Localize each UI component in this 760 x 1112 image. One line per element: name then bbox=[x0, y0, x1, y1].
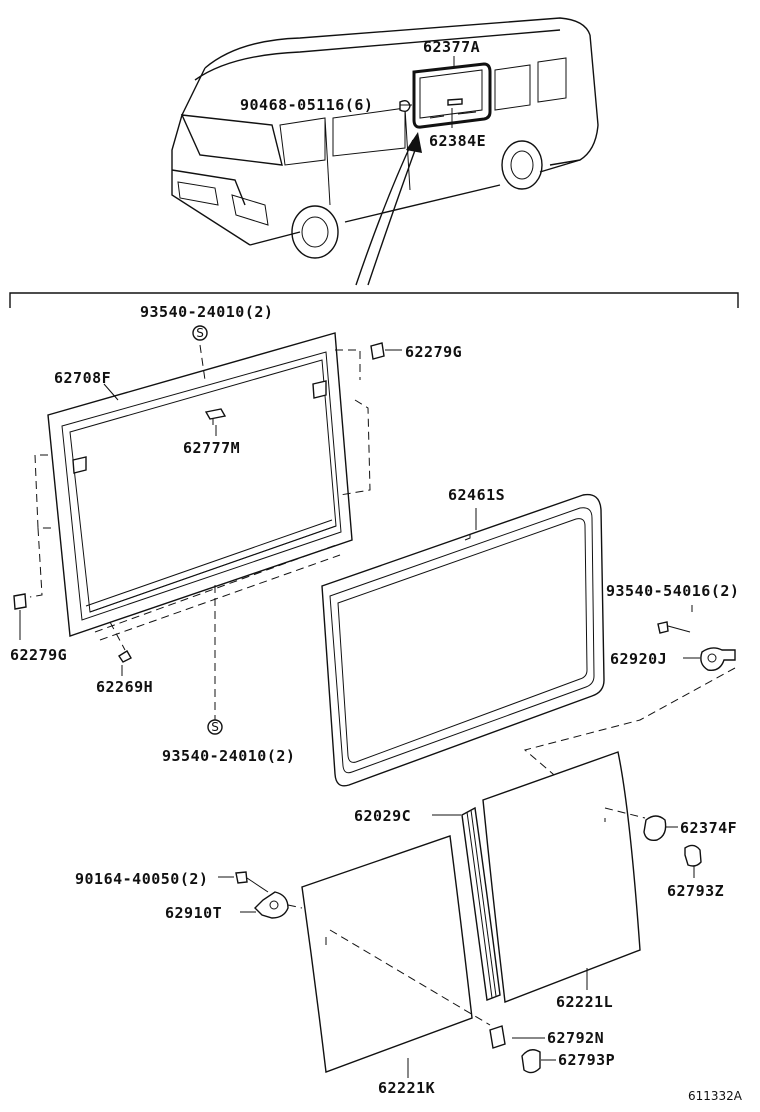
label-62029C: 62029C bbox=[354, 807, 411, 825]
label-62793P: 62793P bbox=[558, 1051, 615, 1069]
figure-code: 611332A bbox=[688, 1089, 743, 1103]
clip-bottom-mark: S bbox=[211, 720, 219, 734]
stopper-62793P bbox=[521, 1049, 541, 1074]
label-93540-24010-bottom: 93540-24010(2) bbox=[162, 747, 295, 765]
stopper-62279G-left bbox=[13, 593, 27, 610]
label-62374F: 62374F bbox=[680, 819, 737, 837]
stopper-62279G-top bbox=[370, 342, 385, 360]
label-90468-05116: 90468-05116(6) bbox=[240, 96, 373, 114]
latch-62910T bbox=[254, 891, 289, 919]
label-62920J: 62920J bbox=[610, 650, 667, 668]
label-93540-54016: 93540-54016(2) bbox=[606, 582, 739, 600]
label-62793Z: 62793Z bbox=[667, 882, 724, 900]
label-62777M: 62777M bbox=[183, 439, 240, 457]
clip-top: S bbox=[192, 325, 208, 341]
label-93540-24010-top: 93540-24010(2) bbox=[140, 303, 273, 321]
label-62461S: 62461S bbox=[448, 486, 505, 504]
assembly-bracket bbox=[9, 292, 739, 308]
glass-62221L bbox=[482, 751, 646, 1003]
label-62910T: 62910T bbox=[165, 904, 222, 922]
division-bar-62029C bbox=[461, 806, 501, 1001]
label-62279G-top: 62279G bbox=[405, 343, 462, 361]
van-illustration bbox=[171, 17, 599, 286]
label-62792N: 62792N bbox=[547, 1029, 604, 1047]
clip-bottom: S bbox=[207, 719, 223, 735]
label-62221K: 62221K bbox=[378, 1079, 435, 1097]
lock-62920J bbox=[700, 647, 736, 671]
stopper-62374F bbox=[643, 815, 667, 842]
label-62708F: 62708F bbox=[54, 369, 111, 387]
outer-frame-62708F bbox=[29, 332, 371, 720]
label-62384E: 62384E bbox=[429, 132, 486, 150]
glass-62221K bbox=[301, 835, 491, 1073]
label-62269H: 62269H bbox=[96, 678, 153, 696]
bolt-93540-54016 bbox=[657, 621, 691, 634]
label-62221L: 62221L bbox=[556, 993, 613, 1011]
bolt-90164-40050 bbox=[235, 871, 269, 893]
label-62279G-left: 62279G bbox=[10, 646, 67, 664]
pad-62269H bbox=[118, 650, 132, 663]
stopper-62793Z bbox=[684, 844, 702, 867]
weatherstrip-62461S bbox=[321, 493, 605, 787]
stopper-62792N bbox=[489, 1025, 506, 1049]
label-90164-40050: 90164-40050(2) bbox=[75, 870, 208, 888]
clip-top-mark: S bbox=[196, 326, 204, 340]
label-62377A: 62377A bbox=[423, 38, 480, 56]
